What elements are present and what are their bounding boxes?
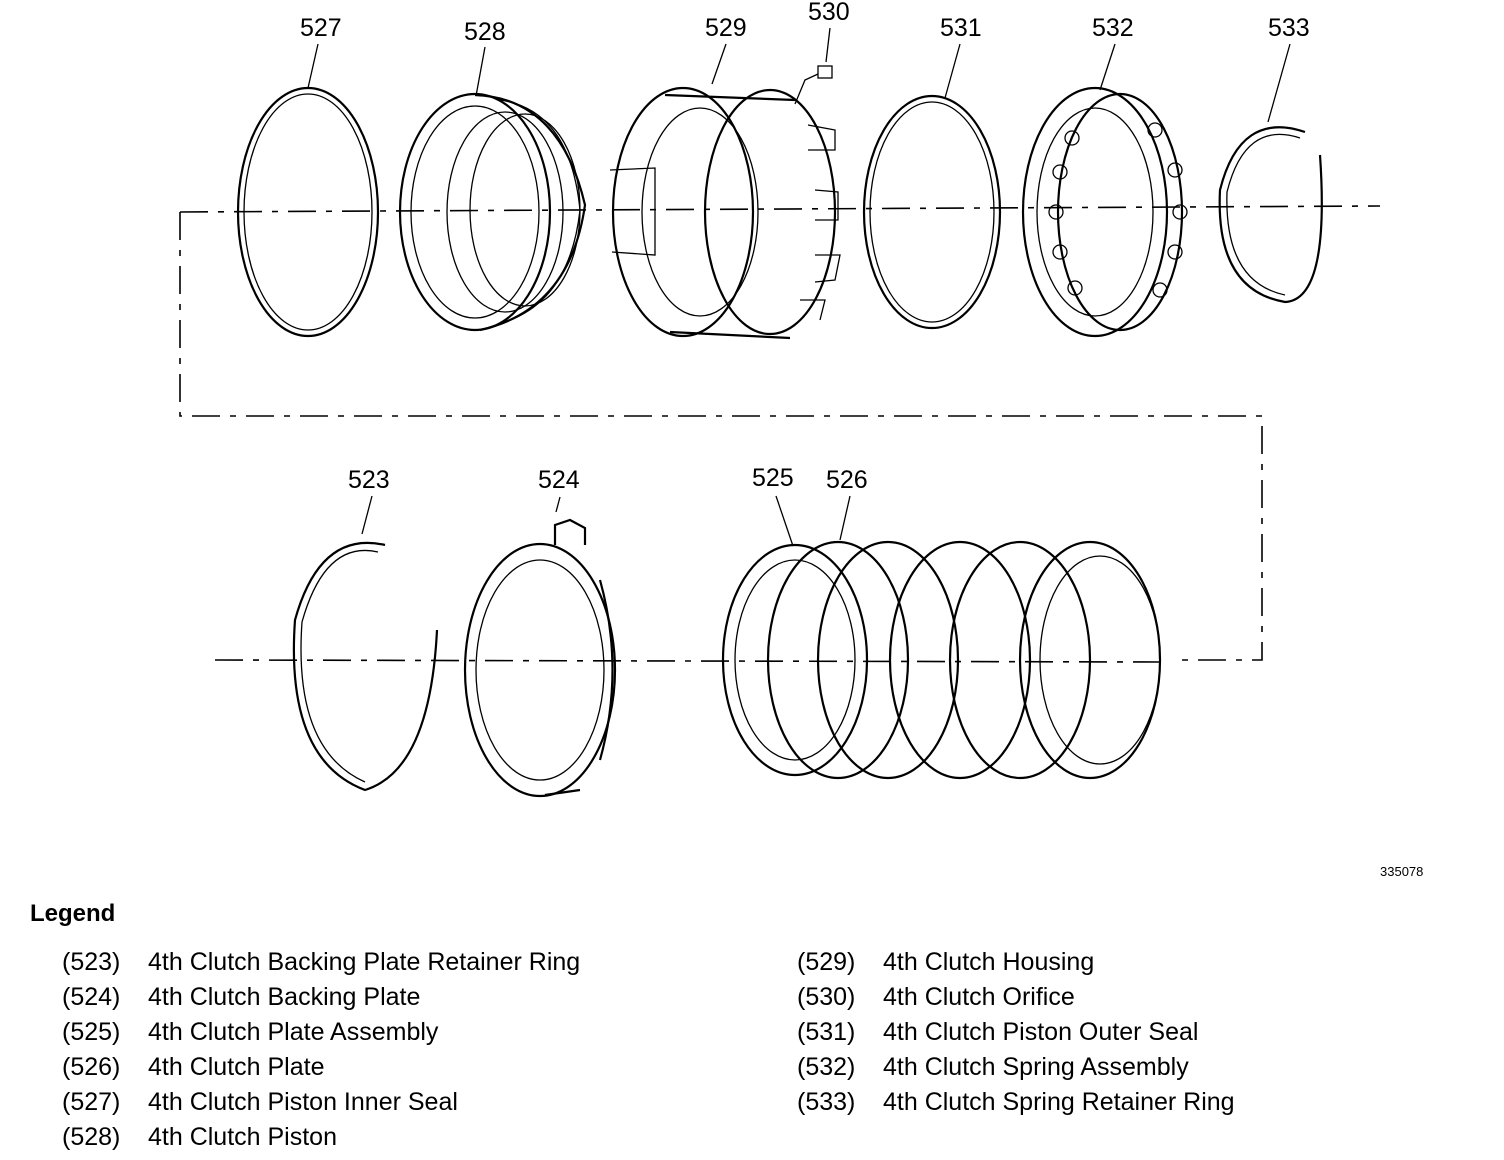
exploded-view-diagram: 527 528 529 530 531 532 533 523 524 525 … [179,0,1423,879]
part-526-plate [766,540,1162,780]
part-533-spring-retainer-ring [1218,126,1323,304]
callout-531: 531 [940,14,982,42]
legend-name: 4th Clutch Backing Plate Retainer Ring [148,948,581,976]
legend-code: (531) [797,1018,856,1046]
legend-right-column: (529) 4th Clutch Housing (530) 4th Clutch … [797,948,1235,1123]
legend-code: (528) [62,1123,121,1151]
legend-name: 4th Clutch Housing [883,948,1095,976]
callout-529: 529 [705,14,747,42]
legend-code: (523) [62,948,121,976]
callout-528: 528 [464,18,506,46]
part-529-housing [609,65,841,340]
centerline [179,205,1381,663]
legend-code: (525) [62,1018,121,1046]
legend-item: (527) 4th Clutch Piston Inner Seal [62,1088,580,1123]
callout-524: 524 [538,466,580,494]
part-524-backing-plate [463,518,617,798]
figure-number: 335078 [1380,864,1423,879]
legend-item: (523) 4th Clutch Backing Plate Retainer R… [62,948,580,983]
legend-item: (531) 4th Clutch Piston Outer Seal [797,1018,1235,1053]
legend-title: Legend [30,900,116,927]
callout-525: 525 [752,464,794,492]
callout-526: 526 [826,466,868,494]
legend-name: 4th Clutch Backing Plate [148,983,421,1011]
legend-left-column: (523) 4th Clutch Backing Plate Retainer R… [62,948,580,1158]
legend-code: (529) [797,948,856,976]
legend-name: 4th Clutch Piston [148,1123,337,1151]
legend-name: 4th Clutch Piston Outer Seal [883,1018,1199,1046]
part-528-piston [398,92,587,332]
legend-name: 4th Clutch Spring Retainer Ring [883,1088,1235,1116]
callout-523: 523 [348,466,390,494]
legend-name: 4th Clutch Plate [148,1053,325,1081]
part-531-piston-outer-seal [862,94,1002,330]
legend-code: (533) [797,1088,856,1116]
legend-code: (524) [62,983,121,1011]
legend-name: 4th Clutch Spring Assembly [883,1053,1189,1081]
legend-item: (525) 4th Clutch Plate Assembly [62,1018,580,1053]
part-532-spring-assembly [1021,86,1188,338]
legend-item: (528) 4th Clutch Piston [62,1123,580,1158]
part-523-backing-plate-retainer-ring [292,541,439,792]
legend-code: (526) [62,1053,121,1081]
legend-code: (530) [797,983,856,1011]
callout-labels: 527 528 529 530 531 532 533 523 524 525 … [300,0,1423,879]
leader-lines [307,27,1291,547]
callout-533: 533 [1268,14,1310,42]
legend-item: (533) 4th Clutch Spring Retainer Ring [797,1088,1235,1123]
callout-527: 527 [300,14,342,42]
part-525-plate-assembly [721,543,869,777]
legend-name: 4th Clutch Plate Assembly [148,1018,439,1046]
callout-532: 532 [1092,14,1134,42]
legend-item: (530) 4th Clutch Orifice [797,983,1235,1018]
legend-item: (532) 4th Clutch Spring Assembly [797,1053,1235,1088]
callout-530: 530 [808,0,850,26]
legend-item: (529) 4th Clutch Housing [797,948,1235,983]
legend-code: (532) [797,1053,856,1081]
legend-item: (526) 4th Clutch Plate [62,1053,580,1088]
legend-code: (527) [62,1088,121,1116]
legend-name: 4th Clutch Piston Inner Seal [148,1088,458,1116]
legend-item: (524) 4th Clutch Backing Plate [62,983,580,1018]
legend-name: 4th Clutch Orifice [883,983,1075,1011]
